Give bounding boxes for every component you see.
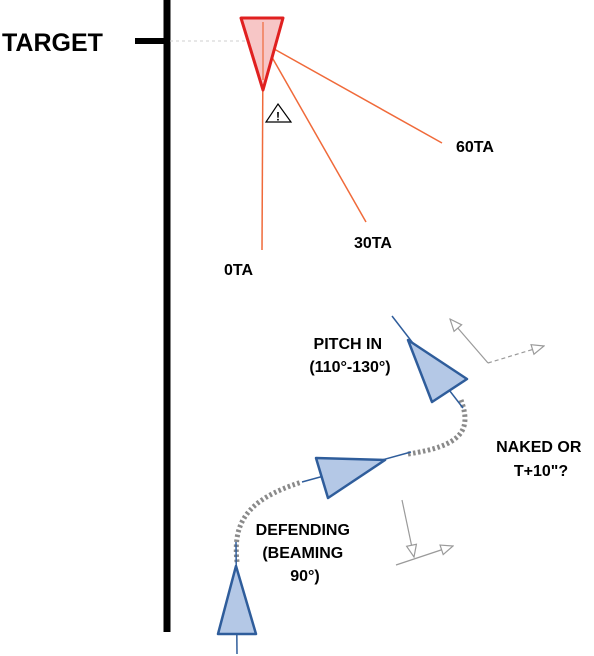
aspect-label-30: 30TA — [354, 235, 392, 252]
defending-line-3: 90°) — [290, 568, 320, 585]
ghost-vector-upper — [450, 319, 544, 364]
target-triangle-icon — [239, 16, 285, 92]
defending-line-1: DEFENDING — [256, 522, 350, 539]
defending-label: DEFENDING (BEAMING 90°) — [256, 522, 355, 585]
naked-label: NAKED OR T+10"? — [496, 439, 586, 480]
naked-line-1: NAKED OR — [496, 439, 582, 456]
friendly-jet-icon — [301, 451, 412, 500]
friendly-jet-icon — [391, 315, 469, 409]
target-label: TARGET — [2, 29, 103, 57]
flight-path-upper — [407, 399, 468, 457]
defending-line-2: (BEAMING — [262, 545, 343, 562]
naked-line-2: T+10"? — [514, 463, 568, 480]
pitch-in-line-1: PITCH IN — [314, 336, 382, 353]
aspect-label-60: 60TA — [456, 139, 494, 156]
aspect-line-60 — [266, 44, 443, 144]
warning-triangle-icon: ! — [264, 102, 293, 124]
warning-mark: ! — [276, 110, 280, 124]
aspect-line-30 — [264, 44, 367, 223]
aspect-label-0: 0TA — [224, 262, 253, 279]
pitch-in-line-2: (110°-130°) — [309, 359, 390, 376]
friendly-jet-icon — [216, 541, 258, 655]
ghost-vector-lower — [395, 499, 453, 566]
pitch-in-label: PITCH IN (110°-130°) — [309, 336, 390, 376]
